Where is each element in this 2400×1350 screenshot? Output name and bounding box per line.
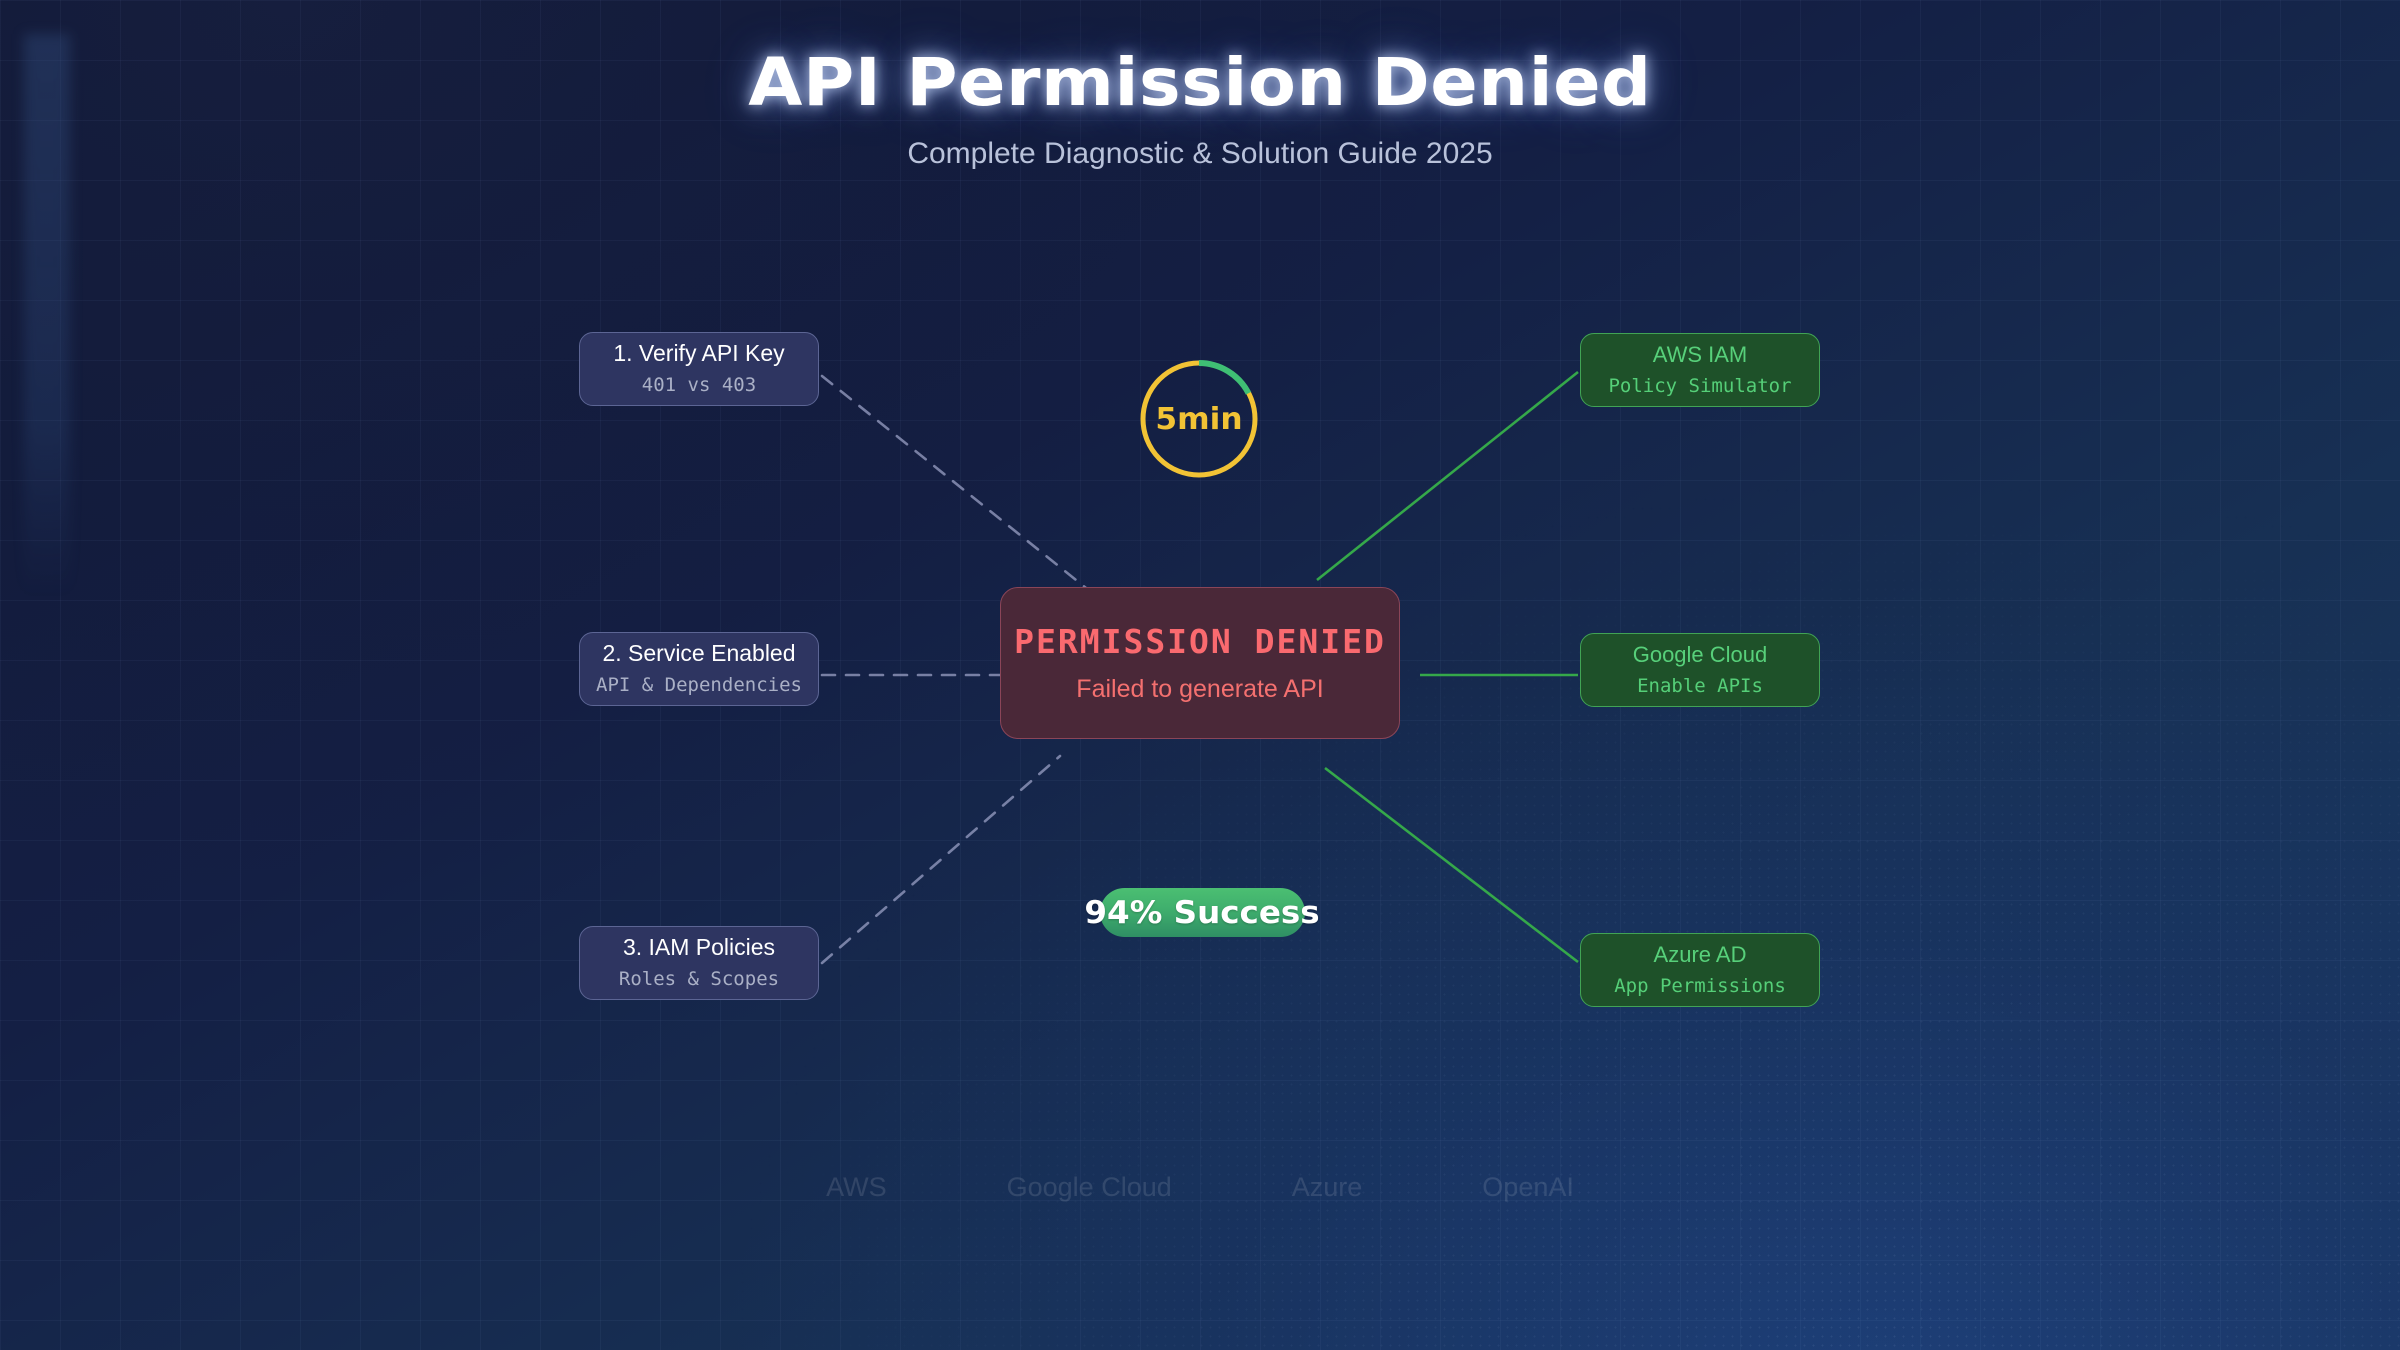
step-node-title: 2. Service Enabled (602, 640, 796, 667)
fix-node-title: AWS IAM (1652, 341, 1748, 367)
brand-label-aws: AWS (826, 1172, 887, 1202)
step-node-title: 3. IAM Policies (622, 934, 776, 961)
connector-step-3 (820, 754, 1062, 965)
fix-node-subtitle: Enable APIs (1637, 674, 1763, 697)
brand-label-google-cloud: Google Cloud (1006, 1172, 1172, 1202)
center-error-subtitle: Failed to generate API (1076, 675, 1324, 703)
success-rate-badge: 94% Success (1085, 888, 1320, 937)
fix-node-subtitle: App Permissions (1614, 974, 1786, 997)
fix-node-google-cloud[interactable]: Google Cloud Enable APIs (1580, 633, 1820, 707)
fix-node-aws-iam[interactable]: AWS IAM Policy Simulator (1580, 333, 1820, 407)
fix-node-subtitle: Policy Simulator (1608, 374, 1792, 397)
success-rate-label: 94% Success (1084, 894, 1321, 931)
connector-step-1 (820, 374, 1088, 590)
provider-brand-strip: AWS Google Cloud Azure OpenAI (0, 1172, 2400, 1203)
fix-node-title: Google Cloud (1632, 641, 1768, 667)
step-node-iam-policies[interactable]: 3. IAM Policies Roles & Scopes (579, 926, 819, 1000)
brand-label-azure: Azure (1291, 1172, 1363, 1202)
page-header: API Permission Denied Complete Diagnosti… (0, 0, 2400, 171)
page-title: API Permission Denied (748, 44, 1652, 121)
time-estimate-badge: 5min (1138, 358, 1260, 480)
step-node-verify-api-key[interactable]: 1. Verify API Key 401 vs 403 (579, 332, 819, 406)
connector-fix-1 (1316, 370, 1579, 582)
timer-ring-icon (1140, 360, 1258, 478)
step-node-subtitle: Roles & Scopes (618, 968, 780, 991)
fix-node-azure-ad[interactable]: Azure AD App Permissions (1580, 933, 1820, 1007)
timer-label: 5min (1155, 401, 1243, 437)
fix-node-title: Azure AD (1653, 941, 1747, 967)
step-node-title: 1. Verify API Key (613, 340, 785, 367)
center-error-title: PERMISSION DENIED (1014, 622, 1386, 661)
step-node-subtitle: API & Dependencies (596, 674, 802, 697)
connector-fix-3 (1324, 766, 1579, 964)
step-node-subtitle: 401 vs 403 (641, 374, 757, 397)
center-error-node[interactable]: PERMISSION DENIED Failed to generate API (1000, 587, 1400, 739)
step-node-service-enabled[interactable]: 2. Service Enabled API & Dependencies (579, 632, 819, 706)
page-subtitle: Complete Diagnostic & Solution Guide 202… (907, 137, 1493, 170)
brand-label-openai: OpenAI (1482, 1172, 1574, 1202)
